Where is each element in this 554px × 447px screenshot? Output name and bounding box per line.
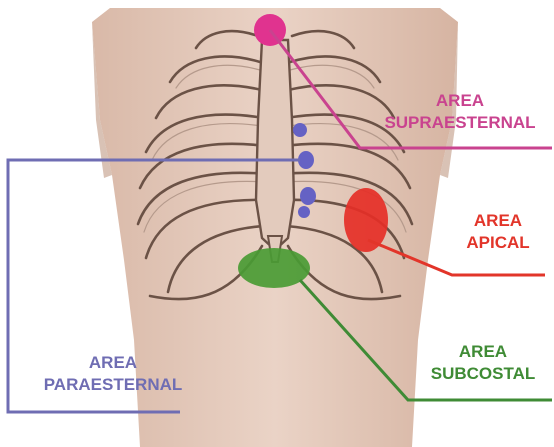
label-area-subcostal: AREA SUBCOSTAL [414, 341, 552, 385]
label-line2: SUPRAESTERNAL [368, 112, 552, 134]
label-area-apical: AREA APICAL [456, 210, 540, 254]
label-line2: PARAESTERNAL [38, 374, 188, 396]
label-line2: APICAL [456, 232, 540, 254]
label-line1: AREA [456, 210, 540, 232]
label-line2: SUBCOSTAL [414, 363, 552, 385]
label-line1: AREA [38, 352, 188, 374]
sternum [256, 40, 294, 250]
label-line1: AREA [414, 341, 552, 363]
label-line1: AREA [368, 90, 552, 112]
subcostal-marker [238, 248, 310, 288]
label-area-supraesternal: AREA SUPRAESTERNAL [368, 90, 552, 134]
label-area-paraesternal: AREA PARAESTERNAL [38, 352, 188, 396]
apical-marker [344, 188, 388, 252]
